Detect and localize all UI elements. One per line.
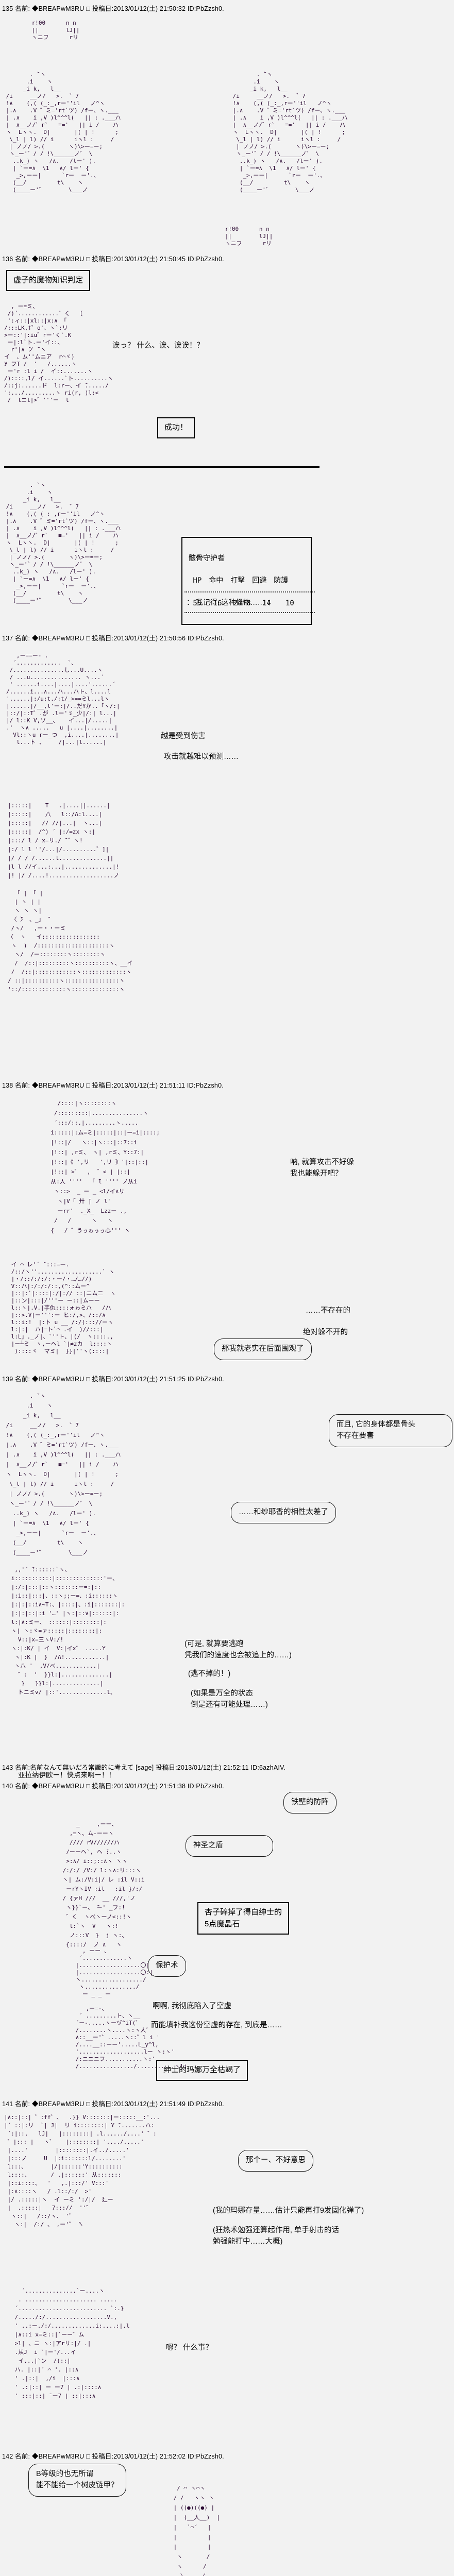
- line-emptiness: 啊啊, 我彻底陷入了空虚: [153, 2002, 232, 2010]
- aa-skeleton-139: . ̄`ヽ .i ヽ _i k, l__ /i __ノ/ >. ゛7 !∧ (,…: [6, 1393, 121, 1556]
- thought-perfect-state: (如果是万全的状态 倒是还有可能处理……): [191, 1689, 268, 1709]
- line-not-exist: ……不存在的: [306, 1307, 350, 1315]
- bubble-excuse-me: 那个ー、不好意思: [238, 2150, 313, 2172]
- aa-chibi-bottom: r!00 n n || lJ|| ヽニフ rリ: [225, 226, 273, 247]
- monster-stat-box: 骸骨守护者 HP 命中 打撃 回避 防護 55 16 2d+8 14 10: [181, 537, 312, 625]
- aa-kyouko: , ー=ミ、 /)´............゛く 〔 ':ィ::|xl::|x:…: [4, 303, 113, 403]
- monster-name: 骸骨守护者: [189, 554, 225, 563]
- line-fill-emptiness: 而能填补我这份空虚的存在, 到底是……: [151, 2021, 282, 2029]
- aa-gentleman: / ⌒ ヽ⌒ヽ / / ヽヽ ヽ | ((●)((●) | | (__人__) …: [173, 2485, 221, 2576]
- thought-mana-left: (我的玛娜存量……估计只能再打9发固化弹了): [213, 2207, 364, 2215]
- dialogue-dodge: 呐, 就算攻击不好躲 我也能躲开吧？: [290, 1158, 355, 1178]
- post-header-139: 139 名前: ◆BREAPwM3RU □ 投稿日:2013/01/12(土) …: [2, 1376, 224, 1383]
- thought-cannot-escape: (逃不掉的！): [188, 1670, 231, 1678]
- post-header-135: 135 名前: ◆BREAPwM3RU □ 投稿日:2013/01/12(土) …: [2, 5, 224, 12]
- post-header-142: 142 名前: ◆BREAPwM3RU □ 投稿日:2013/01/12(土) …: [2, 2453, 224, 2460]
- bubble-protect: 保护术: [148, 1955, 186, 1977]
- bubble-bark-mail: B等级的也无所谓 能不能给一个树皮链甲？: [28, 2464, 126, 2497]
- post-header-140: 140 名前: ◆BREAPwM3RU □ 投稿日:2013/01/12(土) …: [2, 1783, 224, 1790]
- aa-chibi-top: r!00 n n || lJ|| ヽニフ rリ: [31, 20, 80, 41]
- aa-throne: |:::::| ̄T .|....||......| |:::::| 八 l::…: [8, 802, 133, 993]
- aa-group: |∧::|::| ゛:ff゛、 .}} V:::::::|ー:::::__:'.…: [4, 2114, 160, 2228]
- monster-stat-values: 55 16 2d+8 14 10: [189, 599, 294, 607]
- bubble-iron-wall: 铁壁的防阵: [283, 1792, 337, 1814]
- aa-saber-long: ,,'´ ̄:::::::`ヽ、 i:::::::::::|::::::::::…: [11, 1566, 125, 1696]
- bubble-bones: 而且, 它的身体都是骨头 不存在要害: [329, 1414, 452, 1447]
- thought-fanatic: (狂热术勉强还算起作用, 单手射击的话 勉强能打中……大概): [213, 2226, 339, 2246]
- line-damage: 越是受到伤害: [161, 732, 206, 740]
- aa-sayaka2: イ ⌒ レ'´ ̄ :::=ー. /::/ヽ''................…: [11, 1261, 116, 1354]
- line-unpredictable: 攻击就越难以预测……: [164, 753, 239, 761]
- post-header-141: 141 名前: ◆BREAPwM3RU □ 投稿日:2013/01/12(土) …: [2, 2100, 224, 2108]
- bubble-holy-shield: 神圣之盾: [186, 1835, 273, 1857]
- aa-saber: ,ー==ー- . ´............. `、 /............…: [6, 652, 120, 745]
- aa-skeleton-136: . ̄`ヽ .i ヽ _i k, l__ /i __ノ/ >. ゛7 !∧ (,…: [6, 482, 121, 604]
- dialogue-surprise: 诶っ？ 什么、诶、诶诶！？: [112, 342, 205, 350]
- post-header-137: 137 名前: ◆BREAPwM3RU □ 投稿日:2013/01/12(土) …: [2, 635, 224, 642]
- bubble-watch-behind: 那我就老实在后面围观了: [214, 1338, 312, 1360]
- post-header-143: 143 名前:名前なんて無いだろ常識的に考えて [sage] 投稿日:2013/…: [2, 1764, 286, 1771]
- success-box: 成功！: [157, 417, 195, 438]
- line-cannot-dodge: 绝对躲不开的: [303, 1328, 348, 1336]
- bubble-compatibility: ……和纱耶香的相性太差了: [231, 1502, 336, 1523]
- aa-skeleton-left: . ̄`ヽ .i ヽ _i k, l__ /i __ノ/ >. ゛7 !∧ (,…: [6, 71, 121, 193]
- thought-monster: ： 我记得, 这种怪物…… ：: [184, 591, 315, 613]
- post-header-136: 136 名前: ◆BREAPwM3RU □ 投稿日:2013/01/12(土) …: [2, 256, 224, 263]
- aa-sayaka: /::::|ヽ::::::::ヽ /:::::::::|............…: [51, 1100, 160, 1234]
- aa-madoka: , ーー 、 ´.............ヽ |................…: [75, 1947, 187, 2070]
- judge-box: 虚子的魔物知识判定: [6, 270, 91, 291]
- crystal-box: 杏子碎掉了得自绅士的 5点魔晶石: [197, 1902, 290, 1935]
- section-divider: [4, 466, 320, 468]
- post-header-138: 138 名前: ◆BREAPwM3RU □ 投稿日:2013/01/12(土) …: [2, 1082, 224, 1089]
- reply-143-body: 亚拉纳伊欧ー！快点来啊ー！！: [18, 1771, 115, 1779]
- mana-exhausted-box: 绅士的玛娜万全枯竭了: [156, 2060, 248, 2081]
- monster-stat-headers: HP 命中 打撃 回避 防護: [189, 577, 289, 585]
- aa-girl2: ´...............`ー....ヽ . ..............…: [14, 2287, 130, 2399]
- aa-lancer: _ ,ーー、 ,=ヽ、ム-ーーヽ //// rV//////ハ /ーーヘ`, ヘ…: [62, 1821, 145, 1948]
- dialogue-what: 嗯？ 什么事？: [166, 2344, 213, 2352]
- thought-escape: (可是, 就算要逃跑 凭我们的速度也会被追上的……): [184, 1640, 292, 1660]
- aa-skeleton-right: . ̄`ヽ .i ヽ _i k, l__ /i __ノ/ >. ゛7 !∧ (,…: [232, 71, 348, 193]
